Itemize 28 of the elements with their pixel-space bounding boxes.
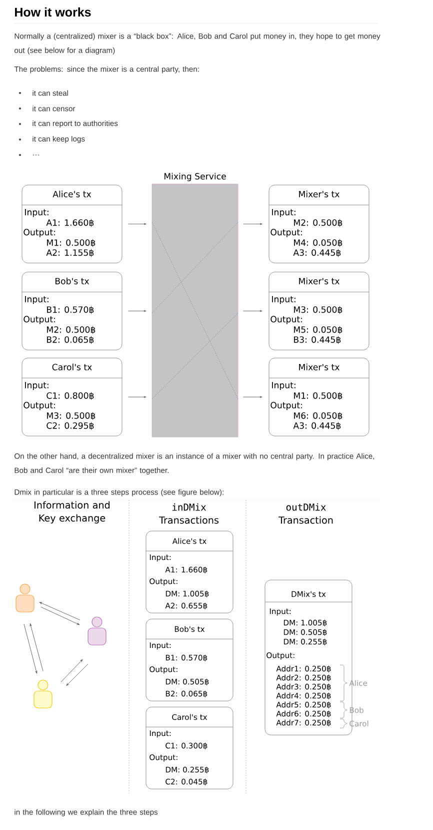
person-icon — [34, 680, 52, 708]
transaction-box: Mixer's tx Input: M2: 0.500฿ Output: M4: 0.050฿ A3: 0.445฿ — [268, 184, 370, 264]
person-icon — [88, 616, 106, 646]
arrow — [60, 659, 83, 682]
column-heading: Information and Key exchange — [34, 501, 110, 524]
mixing-service-box: Mixing Service — [152, 172, 238, 438]
column-heading: inDMix — [172, 503, 206, 511]
arrow — [242, 310, 262, 312]
transaction-box: Carol's tx Input: C1: 0.800฿ Output: M3: 0.500฿ C2: 0.295฿ — [22, 358, 122, 436]
column-heading: outDMix — [286, 503, 326, 511]
arrow — [242, 223, 262, 225]
heading: How it works — [15, 7, 91, 17]
person-icon — [16, 584, 34, 612]
transaction-box: Mixer's tx Input: M1: 0.500฿ Output: M6: 0.050฿ A3: 0.445฿ — [268, 358, 370, 436]
arrow — [242, 396, 262, 398]
node-label: Mixing Service — [164, 172, 226, 182]
arrow — [30, 623, 44, 672]
arrow — [39, 602, 80, 620]
arrow — [24, 624, 38, 674]
arrow — [128, 310, 146, 312]
transaction-box: Mixer's tx Input: M3: 0.500฿ Output: M5: 0.050฿ B3: 0.445฿ — [268, 272, 370, 350]
transaction-box: Alice's tx Input: A1: 1.660฿ Output: M1: 0.500฿ A2: 1.155฿ — [22, 184, 122, 264]
arrow — [66, 664, 88, 686]
arrow — [128, 223, 146, 225]
transaction-box: Bob's tx Input: B1: 0.570฿ Output: M2: 0.500฿ B2: 0.065฿ — [22, 272, 122, 350]
arrow — [128, 396, 146, 398]
column-heading: Transaction — [278, 516, 333, 524]
arrow — [40, 606, 80, 625]
